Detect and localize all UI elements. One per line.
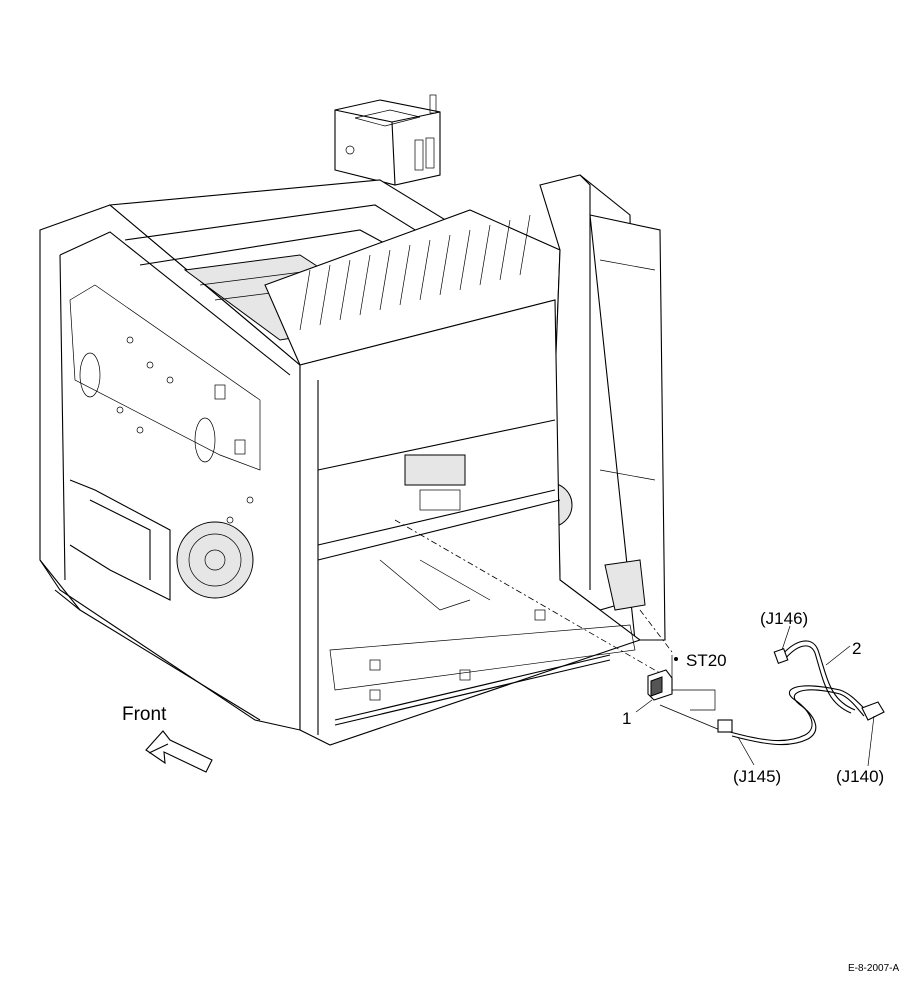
- j146-label: (J146): [760, 609, 808, 628]
- j140-label: (J140): [836, 767, 884, 786]
- leader-lines: [394, 519, 721, 731]
- part-1-callout: 1: [622, 709, 631, 728]
- left-side-frame: [39, 204, 301, 731]
- part-1-switch: [647, 655, 673, 701]
- front-direction-arrow: [145, 730, 213, 773]
- part-2-callout: 2: [852, 639, 861, 658]
- callout-leaders: [635, 625, 875, 767]
- st20-label: ST20: [686, 651, 727, 670]
- figure-id: E-8-2007-A: [848, 963, 899, 974]
- front-frame: [299, 299, 642, 746]
- j145-label: (J145): [733, 767, 781, 786]
- rear-top-housing: [334, 94, 441, 186]
- part-2-harness: [717, 640, 885, 746]
- front-label: Front: [122, 704, 167, 725]
- printer-chassis: [39, 94, 666, 746]
